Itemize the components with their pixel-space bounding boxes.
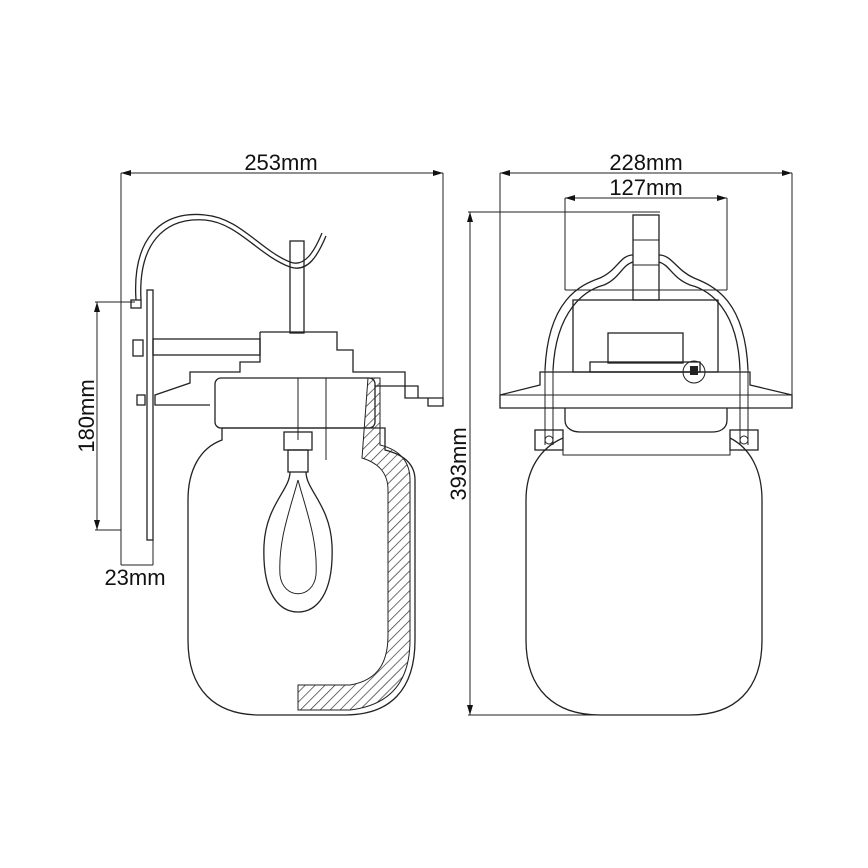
width-dimension-228: 228mm [499, 150, 793, 408]
height-dimension-393: 393mm [446, 211, 660, 716]
backplate [121, 289, 154, 566]
width-dimension-127: 127mm [564, 175, 728, 290]
roof-brim [499, 371, 793, 409]
height-dimension-180: 180mm [74, 301, 135, 531]
roof-cap [260, 331, 444, 407]
side-view: 253mm 180mm 23mm [74, 150, 444, 716]
dimension-label-127: 127mm [609, 175, 682, 200]
dimension-label-253: 253mm [244, 150, 317, 175]
dimension-label-393: 393mm [446, 427, 471, 500]
glass-jar [525, 437, 763, 716]
dimension-label-180: 180mm [74, 379, 99, 452]
front-view: 228mm 127mm 393mm [446, 150, 793, 716]
dimension-label-23: 23mm [104, 565, 165, 590]
width-dimension-253: 253mm [120, 150, 444, 565]
top-stem [289, 240, 305, 334]
glass-jar [187, 427, 416, 716]
top-stem [632, 214, 660, 301]
glass-section-hatch [297, 377, 411, 711]
mounting-arm [152, 338, 261, 356]
glass-collar [214, 377, 376, 429]
dome-outline [544, 254, 749, 371]
dimension-label-228: 228mm [609, 150, 682, 175]
bulb [263, 471, 333, 613]
